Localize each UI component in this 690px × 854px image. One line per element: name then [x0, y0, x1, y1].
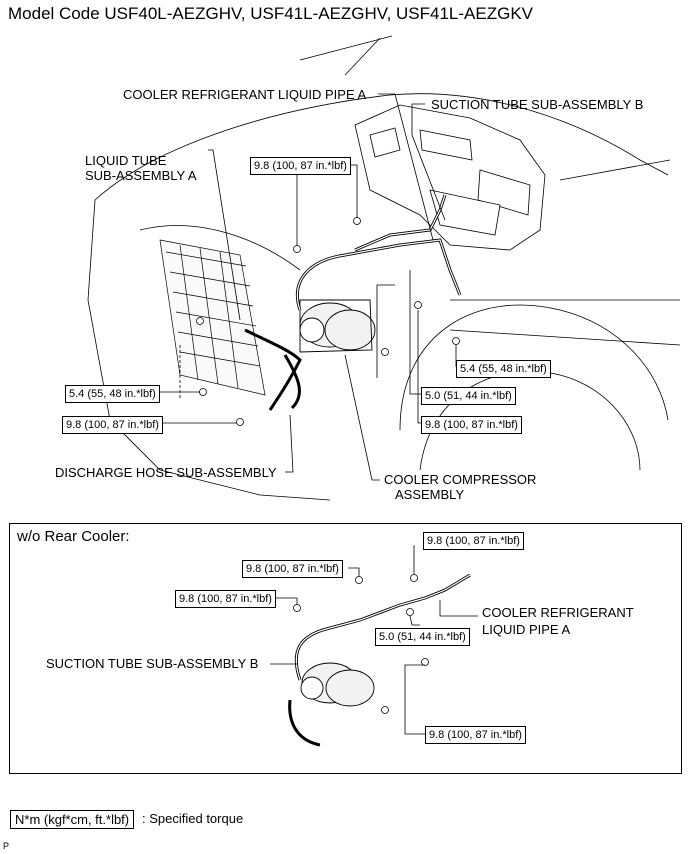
torque-callout: 9.8 (100, 87 in.*lbf) — [242, 560, 343, 578]
corner-code: P — [3, 841, 10, 851]
inset-label-pipe-a-line2: LIQUID PIPE A — [482, 622, 571, 637]
label-liquid-tube-a-line2: SUB-ASSEMBLY A — [85, 168, 197, 183]
bolts — [196, 217, 460, 426]
torque-callout: 9.8 (100, 87 in.*lbf) — [425, 726, 526, 744]
torque-callout: 9.8 (100, 87 in.*lbf) — [423, 532, 524, 550]
torque-callout: 5.4 (55, 48 in.*lbf) — [65, 385, 160, 403]
vehicle-wheel — [419, 371, 641, 471]
vehicle-hood-outline — [94, 93, 669, 201]
label-compressor-line1: COOLER COMPRESSOR — [384, 472, 537, 487]
torque-callout: 9.8 (100, 87 in.*lbf) — [62, 416, 163, 434]
label-liquid-tube-a-line1: LIQUID TUBE — [85, 153, 167, 168]
inset-panel — [9, 523, 682, 774]
legend-torque-box: N*m (kgf*cm, ft.*lbf) — [10, 810, 135, 829]
condenser — [159, 239, 266, 396]
torque-callout: 5.0 (51, 44 in.*lbf) — [375, 628, 470, 646]
vehicle-fender-outline — [87, 199, 331, 501]
torque-callout: 9.8 (100, 87 in.*lbf) — [421, 416, 522, 434]
inset-title: w/o Rear Cooler: — [17, 528, 130, 545]
label-suction-tube-b: SUCTION TUBE SUB-ASSEMBLY B — [431, 97, 644, 112]
torque-callout: 9.8 (100, 87 in.*lbf) — [250, 157, 351, 175]
label-discharge-hose: DISCHARGE HOSE SUB-ASSEMBLY — [55, 465, 277, 480]
torque-callout: 5.0 (51, 44 in.*lbf) — [421, 387, 516, 405]
vehicle-front-curve — [139, 225, 301, 271]
label-cooler-refrigerant-liquid-pipe-a: COOLER REFRIGERANT LIQUID PIPE A — [123, 87, 367, 102]
inset-label-pipe-a-line1: COOLER REFRIGERANT — [482, 605, 634, 620]
hvac-unit — [354, 104, 546, 251]
piping — [244, 194, 462, 411]
compressor — [299, 299, 376, 353]
inset-label-suction-tube-b: SUCTION TUBE SUB-ASSEMBLY B — [46, 656, 259, 671]
torque-callout: 9.8 (100, 87 in.*lbf) — [175, 590, 276, 608]
legend-description: : Specified torque — [142, 811, 244, 826]
page-title: Model Code USF40L-AEZGHV, USF41L-AEZGHV,… — [8, 4, 533, 23]
inset-bolts — [293, 574, 429, 714]
inset-compressor — [300, 662, 375, 707]
label-compressor-line2: ASSEMBLY — [395, 487, 465, 502]
torque-callout: 5.4 (55, 48 in.*lbf) — [456, 360, 551, 378]
